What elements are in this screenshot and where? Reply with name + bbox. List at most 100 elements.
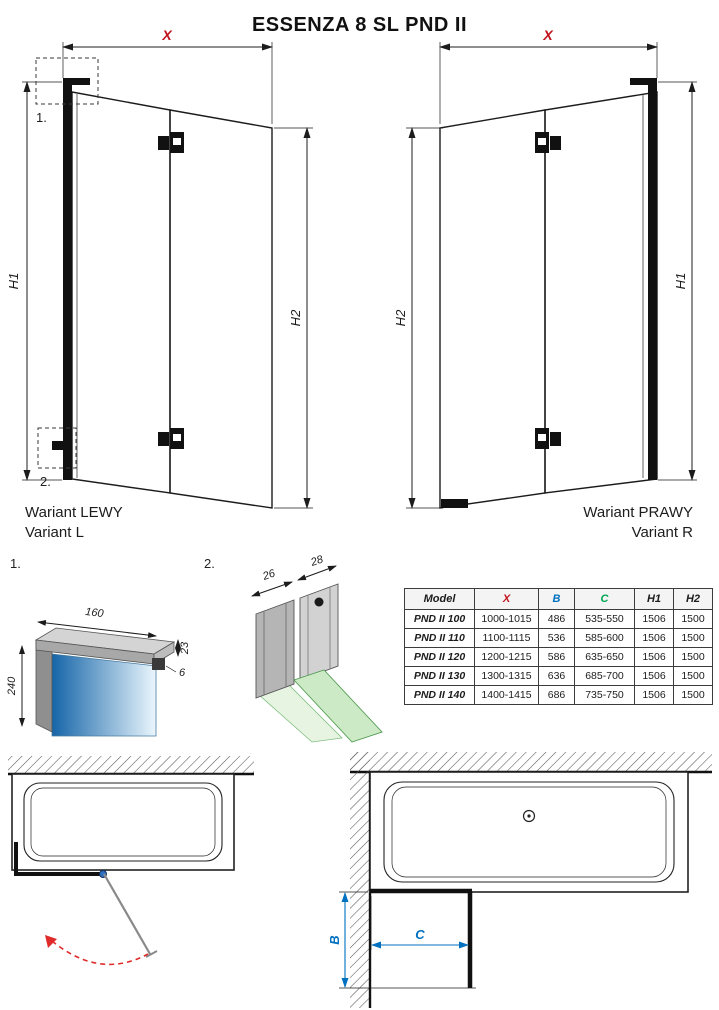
- dim-label-h1: H1: [6, 273, 21, 290]
- dim-h2-right: H2: [393, 127, 443, 509]
- cell-h1: 1506: [634, 685, 674, 705]
- top-bracket: [63, 78, 90, 92]
- dim-x-right: X: [439, 27, 658, 124]
- dim-label-b: B: [327, 935, 342, 944]
- cell-c: 735-750: [574, 685, 635, 705]
- th-model: Model: [404, 588, 475, 610]
- cell-c: 535-550: [574, 609, 635, 629]
- dim-b: B: [327, 891, 476, 989]
- variant-left-sub: Variant L: [25, 524, 84, 541]
- detail-1-title: 1.: [10, 556, 21, 571]
- table-row: PND II 130 1300-1315 636 685-700 1506 15…: [404, 666, 713, 686]
- size-table: Model X B C H1 H2 PND II 100 1000-1015 4…: [404, 588, 713, 705]
- dim-c: C: [370, 896, 469, 950]
- dim-6: 6: [165, 665, 186, 679]
- cell-model: PND II 140: [404, 685, 475, 705]
- svg-text:23: 23: [179, 641, 191, 655]
- th-b: B: [538, 588, 575, 610]
- bottom-bracket: [441, 499, 468, 508]
- detail-2-drawing: 2. 26 28: [204, 553, 383, 743]
- cell-model: PND II 100: [404, 609, 475, 629]
- hinge-top: [158, 132, 184, 153]
- cell-h1: 1506: [634, 666, 674, 686]
- profile-channel-right: [299, 583, 339, 681]
- wall-hatch-left: [350, 752, 370, 1008]
- variant-left-name: Wariant LEWY: [25, 504, 123, 521]
- wall-hatch-top: [350, 752, 712, 772]
- wall-arm: [35, 639, 53, 733]
- dim-label-c: C: [415, 927, 425, 942]
- dim-label-x: X: [161, 27, 173, 43]
- top-view-dimensions: B C: [327, 752, 712, 1008]
- cell-h1: 1506: [634, 647, 674, 667]
- detail-1-marker: [35, 57, 99, 105]
- dim-label-x: X: [542, 27, 554, 43]
- bathtub-inner: [23, 782, 223, 862]
- cell-c: 585-600: [574, 628, 635, 648]
- th-c: C: [574, 588, 635, 610]
- detail-1-ref-label: 1.: [36, 110, 47, 125]
- cell-b: 686: [538, 685, 575, 705]
- top-bracket: [630, 78, 657, 92]
- cell-c: 685-700: [574, 666, 635, 686]
- cell-h2: 1500: [673, 647, 713, 667]
- glass-front: [293, 669, 383, 743]
- detail-2-ref-label: 2.: [40, 474, 51, 489]
- svg-text:6: 6: [179, 667, 186, 679]
- left-variant-drawing: X H1 H2: [6, 27, 313, 509]
- th-h2: H2: [673, 588, 713, 610]
- profile-channel-left: [255, 599, 295, 699]
- cell-h2: 1500: [673, 628, 713, 648]
- svg-text:28: 28: [308, 553, 325, 569]
- cell-h1: 1506: [634, 609, 674, 629]
- cell-b: 486: [538, 609, 575, 629]
- dim-label-h1: H1: [673, 273, 688, 290]
- hinge-bottom: [158, 428, 184, 449]
- dim-h1-right: H1: [658, 81, 697, 481]
- page-title: ESSENZA 8 SL PND II: [251, 14, 468, 36]
- bottom-bracket: [52, 441, 72, 450]
- detail-1-drawing: 1. 160 23 240 6: [6, 556, 191, 737]
- door-panel: [169, 109, 273, 509]
- cell-h2: 1500: [673, 609, 713, 629]
- swing-arc: [51, 940, 149, 966]
- variant-right-sub: Variant R: [631, 524, 693, 541]
- cell-x: 1300-1315: [474, 666, 539, 686]
- dim-x-left: X: [62, 27, 273, 124]
- dim-160: 160: [37, 606, 157, 639]
- svg-text:26: 26: [260, 567, 277, 583]
- cell-model: PND II 120: [404, 647, 475, 667]
- wall-profile: [63, 82, 72, 480]
- hinge-bottom: [535, 428, 561, 449]
- dim-28: 28: [297, 553, 337, 581]
- door-panel: [439, 109, 546, 509]
- hinge-top: [535, 132, 561, 153]
- svg-text:160: 160: [85, 606, 106, 620]
- door-open-position: [103, 873, 151, 955]
- detail-2-title: 2.: [204, 556, 215, 571]
- cell-x: 1200-1215: [474, 647, 539, 667]
- th-x: X: [474, 588, 539, 610]
- cell-x: 1100-1115: [474, 628, 539, 648]
- cell-b: 636: [538, 666, 575, 686]
- variant-left-label: Wariant LEWY Variant L: [25, 503, 123, 543]
- variant-right-name: Wariant PRAWY: [583, 504, 693, 521]
- cell-h2: 1500: [673, 685, 713, 705]
- cell-b: 536: [538, 628, 575, 648]
- right-variant-drawing: X H2 H1: [393, 27, 697, 509]
- cell-model: PND II 130: [404, 666, 475, 686]
- cell-h1: 1506: [634, 628, 674, 648]
- glass-clamp: [152, 658, 165, 670]
- cell-x: 1400-1415: [474, 685, 539, 705]
- th-h1: H1: [634, 588, 674, 610]
- dim-label-h2: H2: [393, 309, 408, 326]
- cell-x: 1000-1015: [474, 609, 539, 629]
- fixed-panel: [71, 91, 171, 494]
- bathtub-outer: [11, 773, 235, 871]
- elevation-drawings: X H1 H2: [6, 27, 697, 509]
- variant-right-label: Wariant PRAWY Variant R: [583, 503, 693, 543]
- dim-label-h2: H2: [288, 309, 303, 326]
- cell-model: PND II 110: [404, 628, 475, 648]
- table-row: PND II 120 1200-1215 586 635-650 1506 15…: [404, 647, 713, 667]
